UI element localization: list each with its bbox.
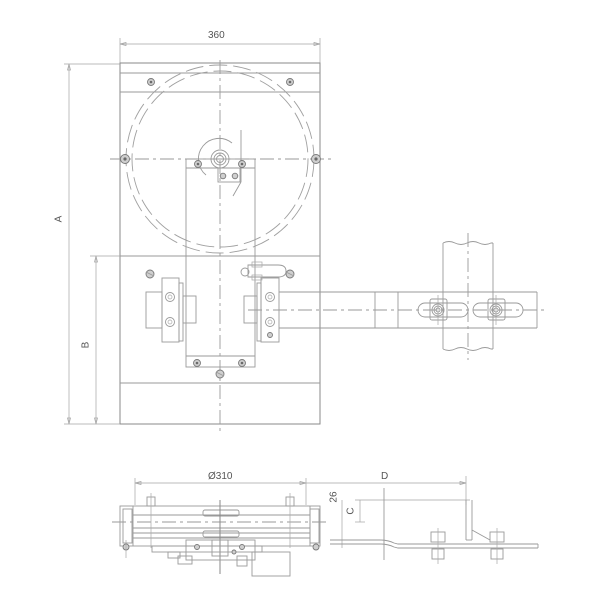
side-arm xyxy=(330,488,539,560)
dimension-26-c xyxy=(341,499,470,548)
dimension-label-b: B xyxy=(80,341,92,349)
side-clamp-nuts xyxy=(430,528,505,564)
right-guide-block xyxy=(240,261,287,343)
left-guide-block xyxy=(145,277,197,343)
dimension-360 xyxy=(119,38,321,64)
top-view xyxy=(64,38,545,432)
bolts xyxy=(120,78,321,379)
side-view xyxy=(112,476,539,577)
dimension-label-360: 360 xyxy=(208,30,225,41)
dimension-diameter xyxy=(134,478,307,505)
clamp-bolts xyxy=(417,295,524,325)
support-arm xyxy=(248,291,545,329)
limit-switch xyxy=(251,551,291,577)
dimension-label-c: C xyxy=(345,507,357,515)
dimension-label-a: A xyxy=(53,215,65,223)
dimension-label-diameter: Ø310 xyxy=(208,471,233,482)
dimension-a xyxy=(64,63,120,425)
carriage xyxy=(185,158,256,368)
rail-section xyxy=(442,233,494,360)
dimension-label-26: 26 xyxy=(328,491,340,503)
dimension-b xyxy=(90,255,120,425)
dimension-label-d: D xyxy=(381,471,389,482)
